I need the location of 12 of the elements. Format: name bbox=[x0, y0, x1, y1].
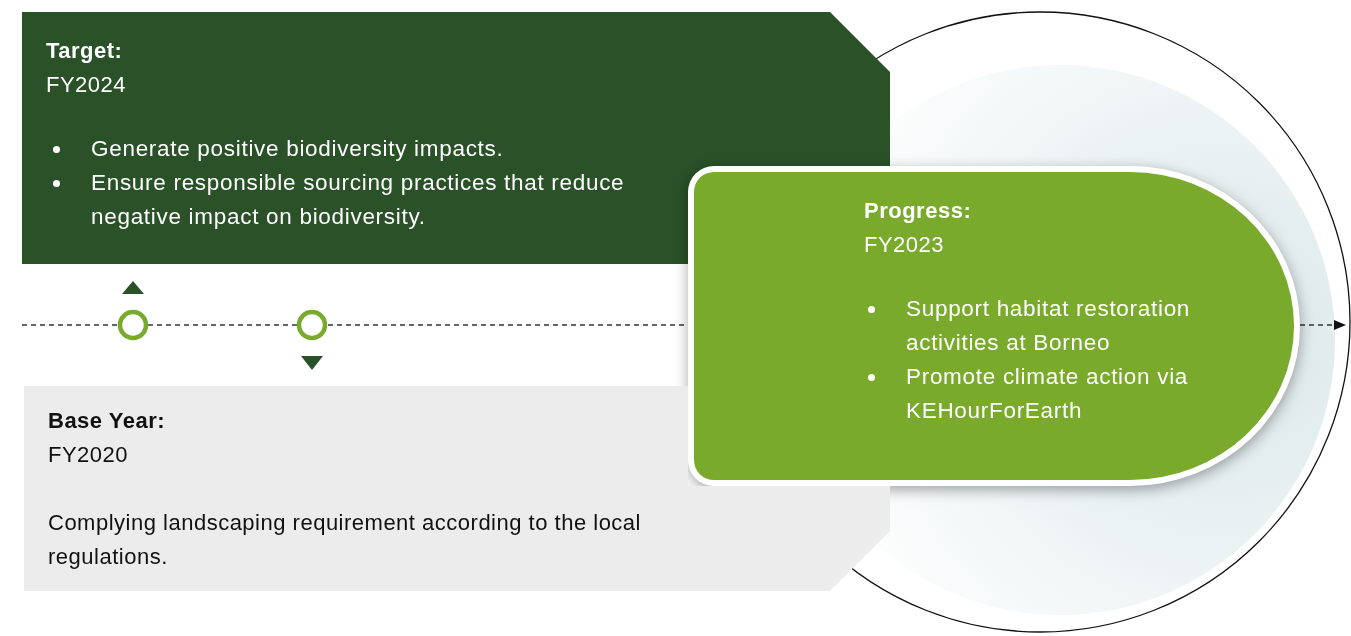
bullet-text: Support habitat restoration activities at Borneo bbox=[906, 296, 1191, 355]
heading: Target: bbox=[46, 37, 124, 65]
bullet-text: Generate positive biodiversity impacts. bbox=[91, 136, 504, 161]
heading: Base Year: bbox=[48, 407, 167, 435]
year-text: FY2020 bbox=[48, 441, 130, 469]
progress-card bbox=[688, 166, 1300, 486]
description-text: Complying landscaping requirement according to the local regulations. bbox=[48, 509, 642, 571]
year-text: FY2023 bbox=[864, 231, 946, 259]
heading: Progress: bbox=[864, 197, 973, 225]
bullet-text: Promote climate action via KEHourForEarth bbox=[906, 364, 1189, 423]
bullet-text: Ensure responsible sourcing practices that reduce negative impact on biodiversity. bbox=[91, 170, 625, 229]
year-text: FY2024 bbox=[46, 71, 128, 99]
